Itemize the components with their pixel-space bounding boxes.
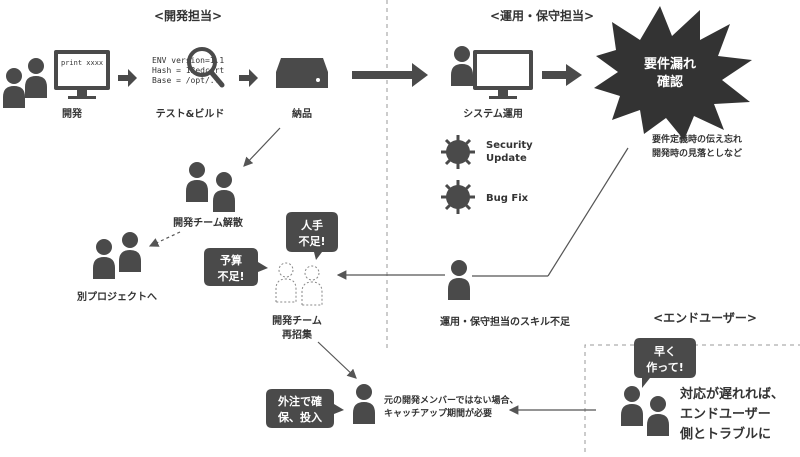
code-line-2: Hash = 13edcdrt <box>152 66 224 75</box>
user-note-line-1: 対応が遅れれば、 <box>679 386 784 402</box>
requirement-gap-burst <box>594 6 752 140</box>
outsource-line-1: 外注で確 <box>277 394 322 408</box>
hurry-line-1: 早く <box>654 345 676 358</box>
outsource-arrow <box>317 341 357 379</box>
ops-monitor-icon <box>473 50 533 99</box>
burst-note-line-2: 開発時の見落としなど <box>652 147 742 159</box>
rehire-team-icon <box>275 262 323 306</box>
monitor-code-text: print xxxx <box>61 59 103 67</box>
skill-shortage-label: 運用・保守担当のスキル不足 <box>440 315 571 328</box>
staff-shortage-bubble <box>286 212 338 260</box>
budget-shortage-bubble <box>204 248 268 286</box>
team-dissolve-label: 開発チーム解散 <box>173 216 244 229</box>
dev-section-header: <開発担当> <box>154 8 222 23</box>
staff-shortage-line-1: 人手 <box>301 218 323 232</box>
user-note-line-2: エンドユーザー <box>680 407 771 422</box>
end-users-icon <box>621 386 669 436</box>
burst-line-2: 確認 <box>657 74 683 90</box>
dissolve-arrow <box>243 127 281 167</box>
delivery-label: 納品 <box>292 107 312 120</box>
magnifier-icon <box>187 47 225 88</box>
dissolved-team-icon <box>186 162 235 212</box>
reassigned-team-icon <box>93 232 141 279</box>
security-update-line-2: Update <box>486 153 527 164</box>
user-section-border <box>584 344 800 452</box>
flow-arrow <box>542 64 582 86</box>
outsourced-staff-icon <box>353 384 375 424</box>
security-update-line-1: Security <box>486 140 533 151</box>
server-icon <box>276 58 328 88</box>
hurry-line-2: 作って! <box>646 360 683 374</box>
outsource-line-2: 保、投入 <box>277 410 322 424</box>
user-note-line-3: 側とトラブルに <box>679 426 771 442</box>
other-project-label: 別プロジェクトへ <box>76 290 157 303</box>
staff-shortage-line-2: 不足! <box>298 235 325 248</box>
bug-gear-icon <box>441 180 475 214</box>
dev-label: 開発 <box>62 107 83 120</box>
budget-shortage-line-2: 不足! <box>217 270 244 283</box>
flow-arrow <box>118 69 137 87</box>
catch-up-note-line-1: 元の開発メンバーではない場合、 <box>384 394 518 406</box>
handover-arrow <box>352 63 428 87</box>
connector-line <box>547 147 629 277</box>
reassign-arrow <box>148 231 181 247</box>
budget-shortage-line-1: 予算 <box>220 253 242 267</box>
test-build-label: テスト&ビルド <box>156 107 225 120</box>
system-ops-label: システム運用 <box>463 108 523 120</box>
rehire-label-line-1: 開発チーム <box>272 314 322 327</box>
rehire-label-line-2: 再招集 <box>282 328 313 341</box>
catch-up-note-line-2: キャッチアップ期間が必要 <box>384 407 492 419</box>
user-section-header: <エンドユーザー> <box>653 311 757 325</box>
burst-note-line-1: 要件定義時の伝え忘れ <box>652 133 742 145</box>
flow-arrow <box>239 69 258 87</box>
burst-line-1: 要件漏れ <box>644 56 696 72</box>
bug-fix-label: Bug Fix <box>486 193 529 204</box>
ops-person-icon <box>451 46 473 86</box>
hurry-bubble <box>634 338 696 388</box>
monitor-icon <box>54 50 110 99</box>
virus-gear-icon <box>441 135 475 169</box>
ops-section-header: <運用・保守担当> <box>490 8 594 23</box>
developers-pair-icon <box>3 58 47 108</box>
ops-staff-icon <box>448 260 470 300</box>
code-line-3: Base = /opt/... <box>152 76 224 85</box>
outsource-bubble <box>266 389 344 428</box>
